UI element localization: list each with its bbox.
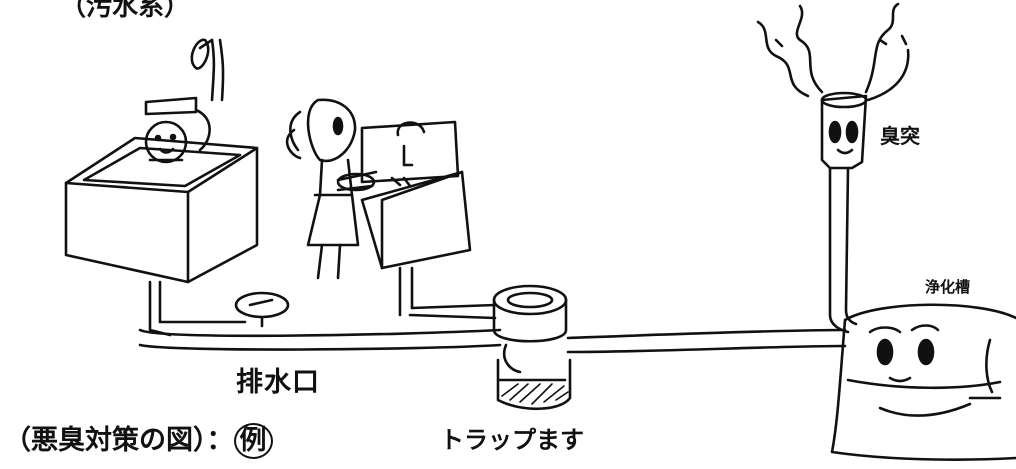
drain-label: 排水口 (236, 367, 320, 398)
bathtub-figure (64, 38, 259, 337)
odor-vent (756, 2, 910, 334)
vent-label: 臭突 (880, 124, 920, 148)
drain-pipe (138, 303, 847, 354)
title-fragment: （汚水系） (60, 0, 191, 22)
girl-figure (285, 98, 378, 280)
caption: （悪臭対策の図）：例 (4, 418, 273, 459)
caption-text: （悪臭対策の図）： (4, 425, 234, 456)
example-badge: 例 (233, 423, 273, 459)
floor-drain (234, 291, 290, 328)
septic-tank (830, 303, 1016, 461)
septic-tank-label: 浄化槽 (925, 278, 971, 296)
trap-box-label: トラップます (440, 426, 584, 454)
washbasin (360, 120, 472, 317)
trap-box (492, 284, 572, 411)
